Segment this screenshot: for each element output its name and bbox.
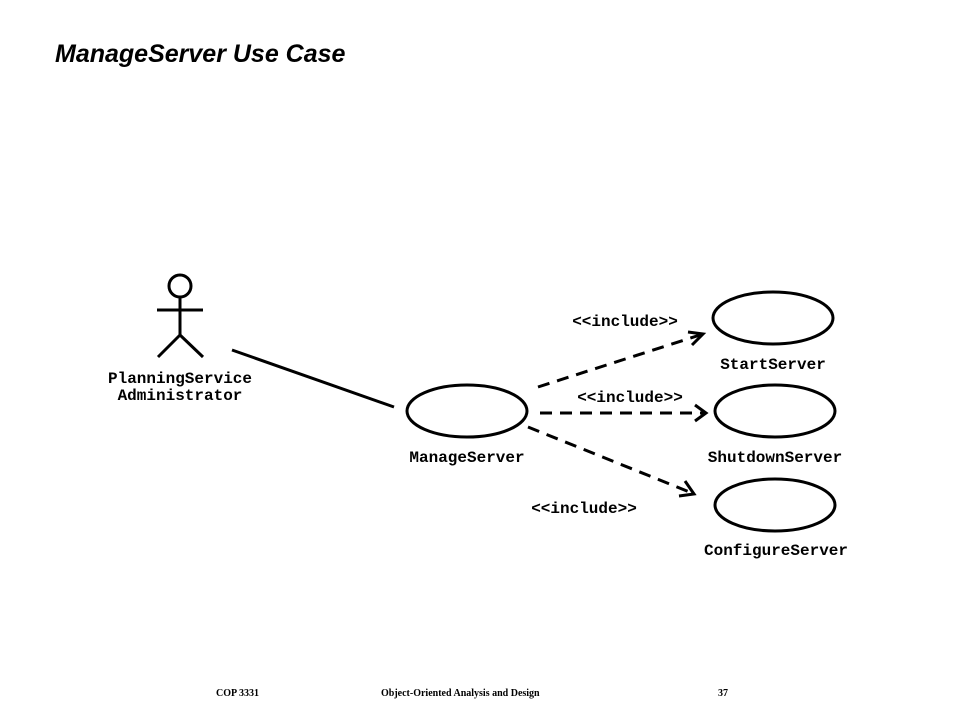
actor-left-leg bbox=[156, 333, 182, 359]
footer-subject: Object-Oriented Analysis and Design bbox=[381, 688, 540, 699]
use-case-configure-server bbox=[713, 477, 837, 533]
use-case-start-server bbox=[711, 290, 835, 346]
actor-name-line2: Administrator bbox=[118, 387, 243, 405]
use-case-configure-server-label: ConfigureServer bbox=[704, 542, 848, 560]
actor-name-line1: PlanningService bbox=[108, 370, 252, 388]
include-arrowhead-shutdown bbox=[694, 403, 709, 423]
include-arrow-start-line bbox=[537, 333, 701, 389]
use-case-shutdown-server bbox=[713, 383, 837, 439]
slide-title: ManageServer Use Case bbox=[55, 40, 346, 68]
association-line bbox=[231, 348, 395, 409]
use-case-manage-server bbox=[405, 383, 529, 439]
actor-figure bbox=[156, 273, 205, 359]
actor-head bbox=[167, 273, 193, 299]
use-case-start-server-label: StartServer bbox=[720, 356, 826, 374]
include-arrowhead-start bbox=[687, 330, 707, 347]
include-arrowhead-configure bbox=[678, 480, 697, 498]
include-label-shutdown: <<include>> bbox=[577, 389, 683, 407]
include-label-configure: <<include>> bbox=[531, 500, 637, 518]
include-arrow-configure-line bbox=[527, 425, 693, 495]
actor-right-leg bbox=[178, 333, 205, 359]
use-case-manage-server-label: ManageServer bbox=[409, 449, 524, 467]
use-case-shutdown-server-label: ShutdownServer bbox=[708, 449, 842, 467]
include-label-start: <<include>> bbox=[572, 313, 678, 331]
footer-page-number: 37 bbox=[718, 688, 728, 699]
footer-course: COP 3331 bbox=[216, 688, 260, 699]
